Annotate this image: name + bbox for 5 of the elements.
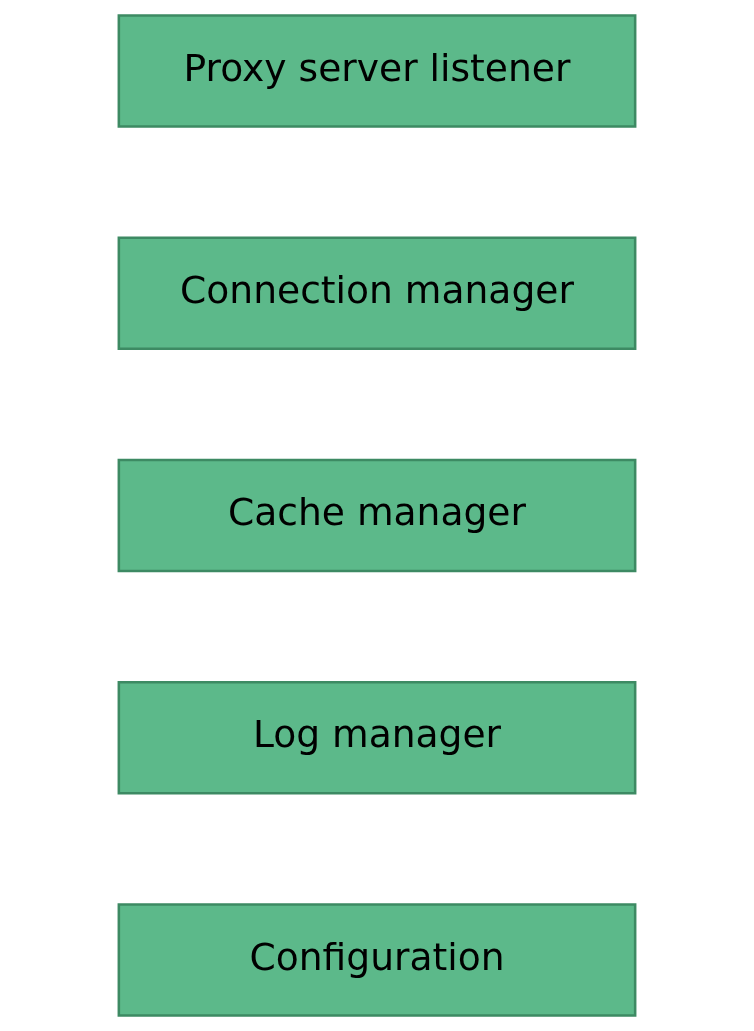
node-box: Configuration — [117, 903, 637, 1017]
node-box: Connection manager — [117, 236, 637, 351]
node-box: Cache manager — [117, 458, 637, 573]
node-box: Proxy server listener — [117, 14, 637, 128]
node-box: Log manager — [117, 680, 637, 795]
